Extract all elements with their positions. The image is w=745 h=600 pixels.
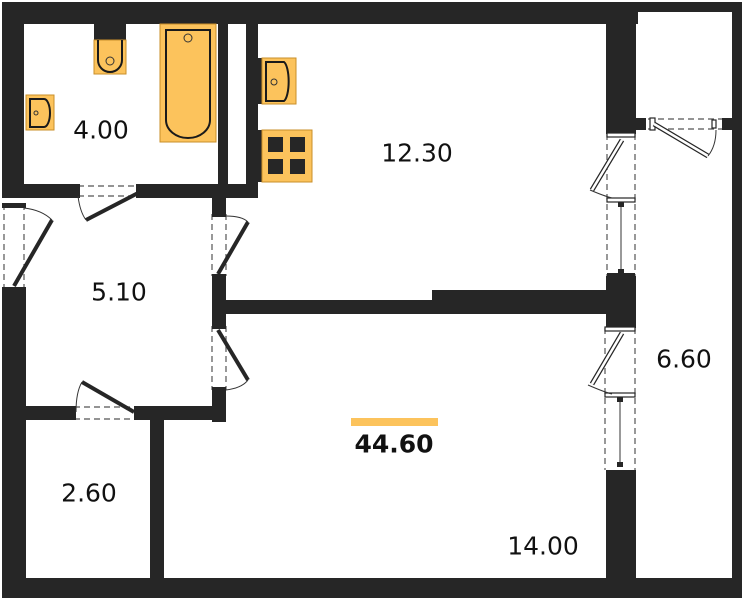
storage-wall-right xyxy=(150,420,164,580)
wall-right-top xyxy=(606,2,636,134)
balcony-door-kitchen[interactable] xyxy=(589,132,636,277)
kitchen-sink-icon xyxy=(258,57,297,105)
kitchen-living-wall xyxy=(226,300,606,314)
balcony-door-inner[interactable] xyxy=(648,117,722,159)
bath-wall-bottom xyxy=(140,184,258,198)
total-area: 44.60 xyxy=(354,429,434,459)
room-area-kitchen: 12.30 xyxy=(381,138,453,168)
bathtub-icon xyxy=(159,23,217,143)
room-area-storage: 2.60 xyxy=(61,478,117,508)
wall-bottom xyxy=(2,578,742,598)
hall-wall-bottom xyxy=(136,406,226,420)
door-bathroom[interactable] xyxy=(74,184,142,222)
stove-icon xyxy=(258,129,313,183)
kitchen-living-wall-step xyxy=(432,290,606,302)
balcony-jamb xyxy=(636,118,646,130)
toilet-icon xyxy=(93,24,127,75)
bathroom-sink-icon xyxy=(25,94,55,131)
room-area-bathroom: 4.00 xyxy=(73,115,129,145)
kitchen-wall-left xyxy=(246,2,258,196)
room-area-balcony: 6.60 xyxy=(656,344,712,374)
balcony-door-living[interactable] xyxy=(587,326,636,470)
door-living[interactable] xyxy=(211,324,250,392)
wall-right-mid xyxy=(606,276,636,328)
wall-left-upper xyxy=(2,2,24,198)
door-entrance[interactable] xyxy=(2,203,54,292)
balcony-jamb xyxy=(722,118,732,130)
hall-wall-right-top xyxy=(212,184,226,214)
bath-wall-right xyxy=(218,2,228,186)
room-area-living-room: 14.00 xyxy=(507,531,579,561)
balcony-wall-top xyxy=(612,2,742,12)
wall-left-lower xyxy=(2,290,26,598)
hall-wall-bottom xyxy=(2,406,74,420)
total-area-accent-bar xyxy=(351,418,438,426)
bath-wall-bottom xyxy=(2,184,78,198)
balcony-wall-right xyxy=(732,2,742,598)
hall-wall-right-mid xyxy=(212,276,226,326)
door-storage[interactable] xyxy=(70,380,140,420)
door-kitchen[interactable] xyxy=(211,212,250,279)
wall-top xyxy=(2,2,638,24)
wall-right-bottom xyxy=(606,470,636,598)
room-area-hallway: 5.10 xyxy=(91,277,147,307)
